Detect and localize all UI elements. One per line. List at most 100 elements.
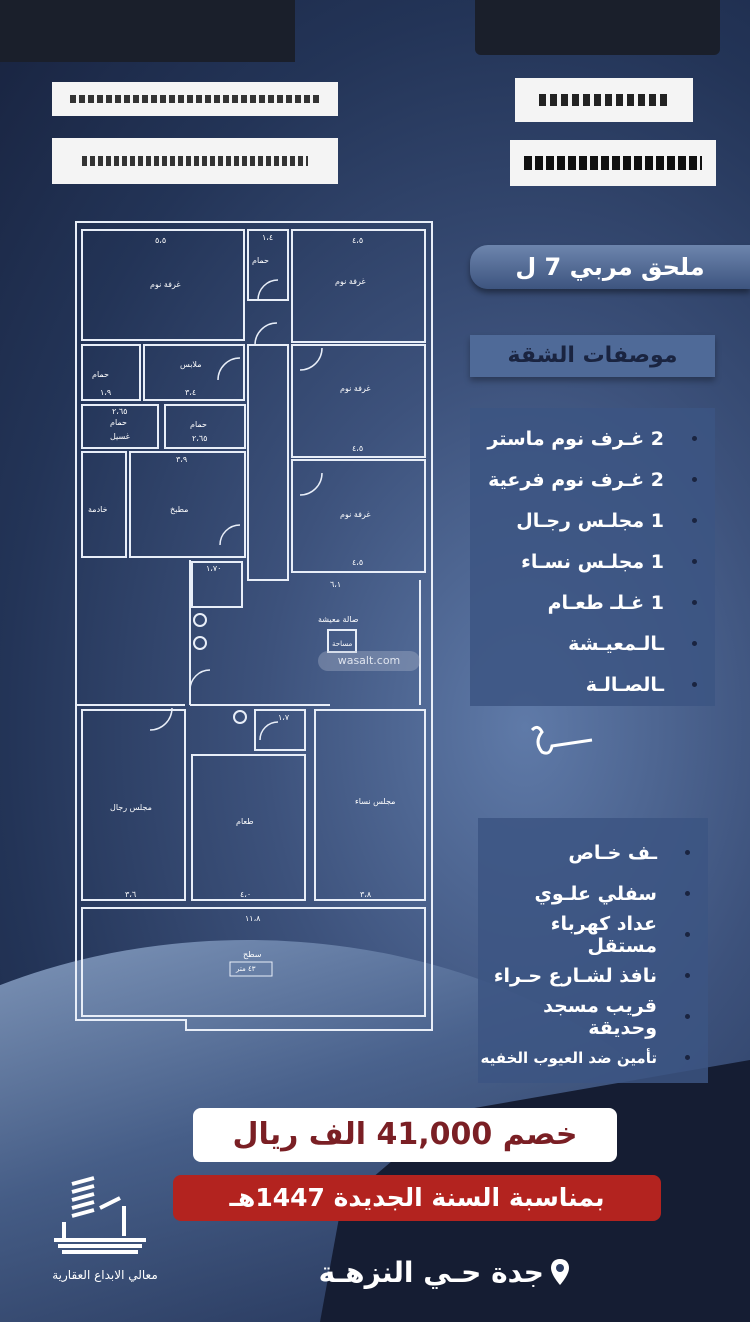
wall-bedroom-3: [291, 344, 426, 458]
wall-closet: [143, 344, 245, 401]
bullet-icon: [692, 600, 697, 605]
room-label: خادمة: [88, 505, 108, 514]
bullet-icon: [685, 1014, 690, 1019]
roof-area-box: [229, 961, 273, 977]
spec-item: ـالصـالـة: [470, 664, 715, 705]
dimension: ١،٧: [278, 713, 290, 722]
obscured-tag: [52, 82, 338, 116]
occasion-banner: بمناسبة السنة الجديدة 1447هـ: [173, 1175, 661, 1221]
specs-panel: 2 غـرف نوم ماستر 2 غـرف نوم فرعية 1 مجلـ…: [470, 408, 715, 706]
wall-bedroom-1: [81, 229, 245, 341]
dimension: ١،٧٠: [206, 564, 222, 573]
obscured-tag: [515, 78, 693, 122]
door-arcs: [149, 279, 323, 741]
room-label: حمام: [92, 370, 109, 379]
feature-text: قريب مسجد وحديقة: [543, 994, 657, 1039]
dimension: ١،٩: [100, 388, 112, 397]
wall-wash: [81, 404, 159, 449]
fixture: [193, 613, 207, 627]
obscured-tag: [52, 138, 338, 184]
dimension: ١١،٨: [245, 914, 261, 923]
dimension: ٣،٩: [176, 455, 188, 464]
wall-bath-mid: [164, 404, 246, 449]
dimension: ٣،٦: [125, 890, 137, 899]
wall-small-bath: [191, 561, 243, 608]
feature-text: تأمين ضد العيوب الخفيه: [480, 1048, 657, 1067]
watermark: wasalt.com: [318, 651, 420, 671]
feature-item: عداد كهرباء مستقل: [478, 912, 708, 957]
room-label: غرفة نوم: [340, 384, 371, 393]
location-text: جدة حـي النزهـة: [318, 1255, 544, 1289]
wall-bath-top: [247, 229, 289, 301]
spec-item: ـالـمعيـشة: [470, 623, 715, 664]
room-label: طعام: [236, 817, 254, 826]
plan-outline: [75, 221, 433, 1031]
bullet-icon: [685, 891, 690, 896]
spec-item: 2 غـرف نوم فرعية: [470, 459, 715, 500]
room-label: مجلس رجال: [110, 803, 152, 812]
bullet-icon: [692, 559, 697, 564]
dimension: ٢،٦٥: [192, 434, 208, 443]
room-label: غرفة نوم: [150, 280, 181, 289]
wall-corridor: [247, 344, 289, 581]
wall-living: [76, 560, 421, 706]
wall-bath-left: [81, 344, 141, 401]
room-label: غرفة نوم: [335, 277, 366, 286]
fixture: [233, 710, 247, 724]
location-pin-icon: [551, 1259, 569, 1285]
feature-item: نافذ لشـارع حـراء: [478, 955, 708, 996]
feature-item: تأمين ضد العيوب الخفيه: [478, 1037, 708, 1078]
fixture: [193, 636, 207, 650]
wall-maid: [81, 451, 127, 558]
specs-list: 2 غـرف نوم ماستر 2 غـرف نوم فرعية 1 مجلـ…: [470, 408, 715, 705]
room-label: مساحة: [332, 640, 353, 648]
bullet-icon: [685, 850, 690, 855]
bullet-icon: [685, 1055, 690, 1060]
dimension: ١،٤: [262, 233, 274, 242]
room-label: ٤٣ متر: [236, 965, 256, 973]
bullet-icon: [692, 641, 697, 646]
wall-kitchen: [129, 451, 246, 558]
spec-text: ـالصـالـة: [585, 673, 664, 696]
bullet-icon: [692, 518, 697, 523]
features-list: ـف خـاص سفلي علـوي عداد كهرباء مستقل ناف…: [478, 818, 708, 1078]
bullet-icon: [685, 973, 690, 978]
feature-text: ـف خـاص: [568, 841, 657, 864]
dimension: ٤،٠: [240, 890, 252, 899]
wall-bath-lower: [254, 709, 306, 751]
room-label: غرفة نوم: [340, 510, 371, 519]
spec-text: 2 غـرف نوم ماستر: [487, 427, 664, 450]
dimension: ٥،٥: [155, 236, 167, 245]
feature-text: عداد كهرباء مستقل: [550, 912, 657, 957]
bullet-icon: [692, 477, 697, 482]
dimension: ٦،١: [330, 580, 342, 589]
spec-text: ـالـمعيـشة: [568, 632, 664, 655]
bullet-icon: [692, 436, 697, 441]
wall-dining: [191, 754, 306, 901]
wall-women-majlis: [314, 709, 426, 901]
discount-banner: خصم 41,000 الف ريال: [193, 1108, 617, 1162]
dimension: ٣،٤: [185, 388, 197, 397]
room-label: مجلس نساء: [355, 797, 396, 806]
spec-item: 2 غـرف نوم ماستر: [470, 418, 715, 459]
room-label: مطبخ: [170, 505, 189, 514]
spec-text: 1 مجلـس رجـال: [516, 509, 664, 532]
spec-item: 1 مجلـس نسـاء: [470, 541, 715, 582]
spec-item: 1 غـلـ طعـام: [470, 582, 715, 623]
unit-title-ribbon: ملحق مربي 7 ل: [470, 245, 750, 289]
wall-bedroom-2: [291, 229, 426, 343]
dimension: ٣،٨: [360, 890, 372, 899]
dimension: ٤،٥: [352, 558, 364, 567]
spec-text: 1 مجلـس نسـاء: [521, 550, 664, 573]
company-name: معالي الابداع العقارية: [52, 1268, 158, 1282]
room-label: غسيل: [110, 432, 130, 441]
wall-bedroom-4: [291, 459, 426, 573]
room-label: حمام: [110, 418, 127, 427]
features-panel: ـف خـاص سفلي علـوي عداد كهرباء مستقل ناف…: [478, 818, 708, 1083]
specs-heading: موصفات الشقة: [470, 335, 715, 377]
redacted-block: [475, 0, 720, 55]
feature-item: قريب مسجد وحديقة: [478, 994, 708, 1039]
decorative-calligraphy-icon: [522, 722, 602, 758]
area-box: [327, 629, 357, 653]
